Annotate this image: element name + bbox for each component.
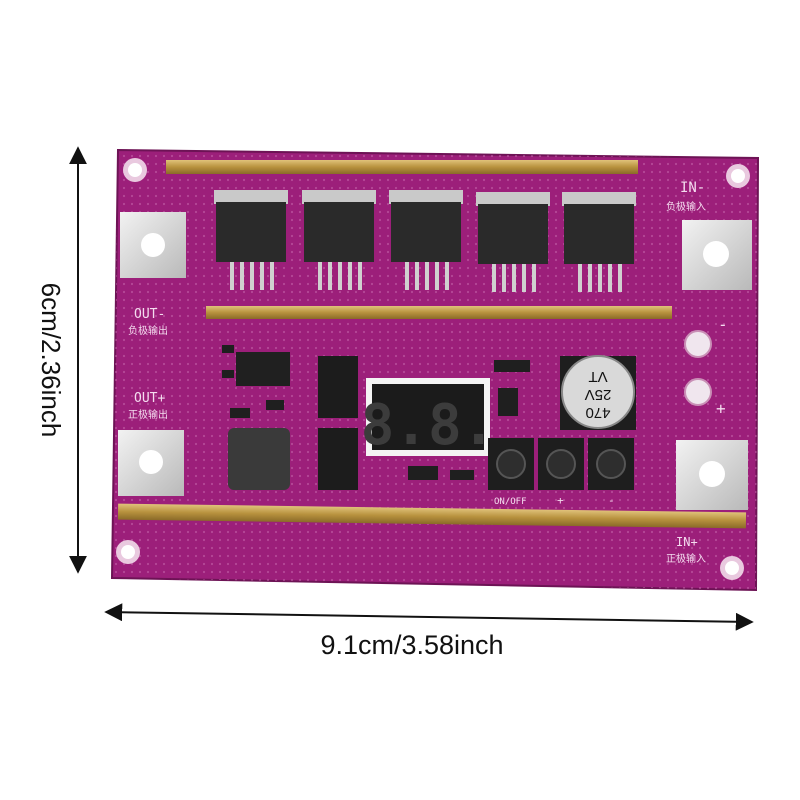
power-inductor xyxy=(228,428,290,490)
wire-hole xyxy=(684,330,712,358)
label-in-minus: IN- xyxy=(680,180,705,196)
button-cap xyxy=(546,449,576,479)
smd-component xyxy=(230,408,250,418)
mounting-hole xyxy=(725,561,739,575)
mosfet-row xyxy=(214,190,636,292)
capacitor-value: 470 xyxy=(585,404,610,421)
label-out-plus: OUT+ xyxy=(134,391,165,406)
label-plus-button: + xyxy=(557,494,564,507)
capacitor-series: VT xyxy=(588,368,607,385)
smd-component xyxy=(498,388,518,416)
button-cap xyxy=(596,449,626,479)
smd-component xyxy=(450,470,474,480)
smd-component xyxy=(408,466,438,480)
pcb-board: 8.8. 470 25V VT IN- 负极输入 OUT- xyxy=(110,148,760,592)
smd-component xyxy=(222,345,234,353)
tactile-button-plus[interactable] xyxy=(538,438,584,490)
smd-component xyxy=(222,370,234,378)
capacitor-voltage: 25V xyxy=(585,386,612,403)
button-cap xyxy=(496,449,526,479)
label-out-minus-cn: 负极输出 xyxy=(128,324,168,337)
height-dimension-label: 6cm/2.36inch xyxy=(36,283,66,438)
ic-chip xyxy=(318,356,358,418)
smd-component xyxy=(494,360,530,372)
pad-hole xyxy=(141,233,165,257)
width-dimension-label: 9.1cm/3.58inch xyxy=(320,630,503,660)
mounting-holes xyxy=(116,158,750,580)
mosfet xyxy=(562,192,636,292)
mosfet xyxy=(389,190,463,290)
label-in-plus-cn: 正极输入 xyxy=(666,552,706,565)
ic-chip xyxy=(318,428,358,490)
capacitor-top xyxy=(561,355,635,429)
label-in-plus: IN+ xyxy=(676,535,698,549)
mosfet xyxy=(302,190,376,290)
solder-pads xyxy=(118,212,752,510)
pad-hole xyxy=(139,450,163,474)
label-minus-button: - xyxy=(608,494,615,507)
copper-bus-bar-bottom xyxy=(117,503,747,529)
label-out-plus-cn: 正极输出 xyxy=(128,408,168,421)
mounting-hole xyxy=(128,163,142,177)
pad-hole xyxy=(699,461,725,487)
seven-segment-display: 8.8. xyxy=(361,378,496,458)
mounting-hole xyxy=(731,169,745,183)
mounting-hole xyxy=(121,545,135,559)
mosfet xyxy=(476,192,550,292)
pad-hole xyxy=(703,241,729,267)
smd-component xyxy=(266,400,284,410)
copper-bus-bar-middle xyxy=(206,306,672,319)
optocoupler-chip xyxy=(236,352,290,386)
label-minus-terminal: - xyxy=(718,315,728,334)
width-dimension-arrow xyxy=(104,603,754,631)
tactile-button-minus[interactable] xyxy=(588,438,634,490)
mosfet xyxy=(214,190,288,290)
label-plus-terminal: + xyxy=(716,399,726,418)
tactile-button-on-off[interactable] xyxy=(488,438,534,490)
label-on-off: ON/OFF xyxy=(494,497,527,507)
label-out-minus: OUT- xyxy=(134,307,165,322)
wire-hole xyxy=(684,378,712,406)
copper-bus-bar-top xyxy=(166,160,638,174)
display-face xyxy=(372,384,484,450)
label-in-minus-cn: 负极输入 xyxy=(666,200,706,213)
display-digits: 8.8. xyxy=(361,393,496,458)
electrolytic-capacitor: 470 25V VT xyxy=(560,355,636,430)
